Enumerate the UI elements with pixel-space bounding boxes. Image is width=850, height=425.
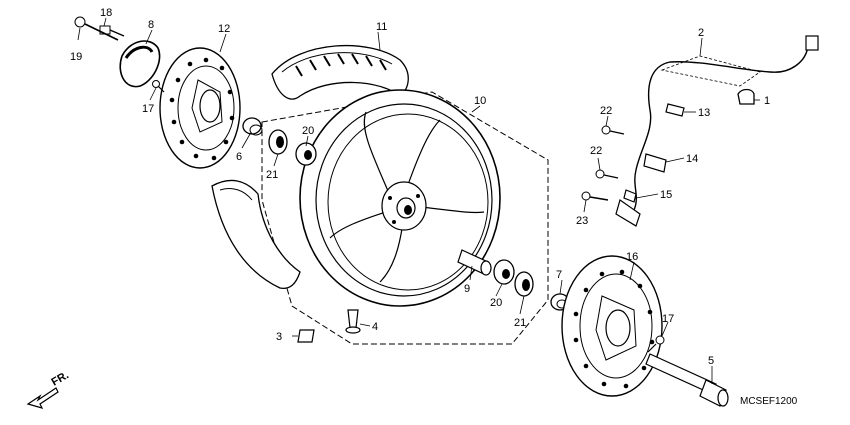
callout-8: 8: [148, 19, 154, 31]
diagram-code: MCSEF1200: [740, 396, 798, 407]
valve-4: [345, 309, 361, 334]
callout-16: 16: [626, 251, 638, 263]
bolt-19: [74, 16, 119, 41]
seal-20-upper: [295, 142, 317, 166]
balance-weight-3: [297, 329, 315, 343]
callout-15: 15: [660, 189, 672, 201]
seal-20-lower: [493, 259, 515, 285]
callout-4: 4: [372, 321, 378, 333]
clamp-1: [737, 88, 755, 105]
callout-5: 5: [708, 355, 714, 367]
bearing-21-upper: [268, 129, 288, 155]
callout-17-left: 17: [142, 103, 154, 115]
sensor-wire-2: [615, 35, 819, 227]
callout-3: 3: [276, 331, 282, 343]
clamp-13: [665, 103, 685, 117]
callout-10: 10: [474, 95, 486, 107]
axle-5: [645, 353, 729, 407]
callout-22-upper: 22: [600, 105, 612, 117]
bolt-17-left: [152, 80, 165, 93]
front-direction-label: FR.: [50, 369, 71, 388]
callout-19: 19: [70, 51, 82, 63]
stay-14: [643, 153, 667, 173]
clip-15: [623, 189, 637, 203]
bearing-21-lower: [514, 271, 534, 297]
callout-13: 13: [698, 107, 710, 119]
callout-21-upper: 21: [266, 169, 278, 181]
callout-11: 11: [376, 21, 387, 33]
tire-lower: [211, 179, 301, 290]
callout-18: 18: [100, 7, 112, 19]
bolt-22-upper: [601, 125, 625, 135]
callout-22-lower: 22: [590, 145, 602, 157]
callout-14: 14: [686, 153, 698, 165]
callout-1: 1: [764, 95, 770, 107]
callout-2: 2: [698, 27, 704, 39]
callout-20-lower: 20: [490, 297, 502, 309]
pulser-ring: [119, 40, 161, 88]
wheel-rim: [299, 89, 501, 307]
callout-labels: 1 2 3 4 5 6 7 8 9 10 11 12 13 14 15 16 1…: [70, 7, 770, 367]
collar-6: [242, 117, 263, 136]
bolt-23: [581, 191, 609, 201]
spacer-9: [457, 249, 492, 276]
front-arrow-icon: [26, 387, 59, 409]
bolt-17-right: [647, 335, 665, 353]
callout-23: 23: [576, 215, 588, 227]
assembly-box: [261, 91, 549, 345]
callout-9: 9: [464, 283, 470, 295]
bolt-22-lower: [595, 169, 619, 179]
bolt-18: [99, 25, 125, 37]
callout-17-right: 17: [662, 313, 674, 325]
brake-disc-right: [561, 255, 663, 397]
callout-21-lower: 21: [514, 317, 526, 329]
callout-20-upper: 20: [302, 125, 314, 137]
callout-6: 6: [236, 151, 242, 163]
callout-7: 7: [556, 269, 562, 281]
front-direction-indicator: FR.: [26, 369, 71, 409]
leader-lines: [77, 17, 760, 384]
brake-disc-left: [159, 47, 241, 169]
callout-12: 12: [218, 23, 230, 35]
